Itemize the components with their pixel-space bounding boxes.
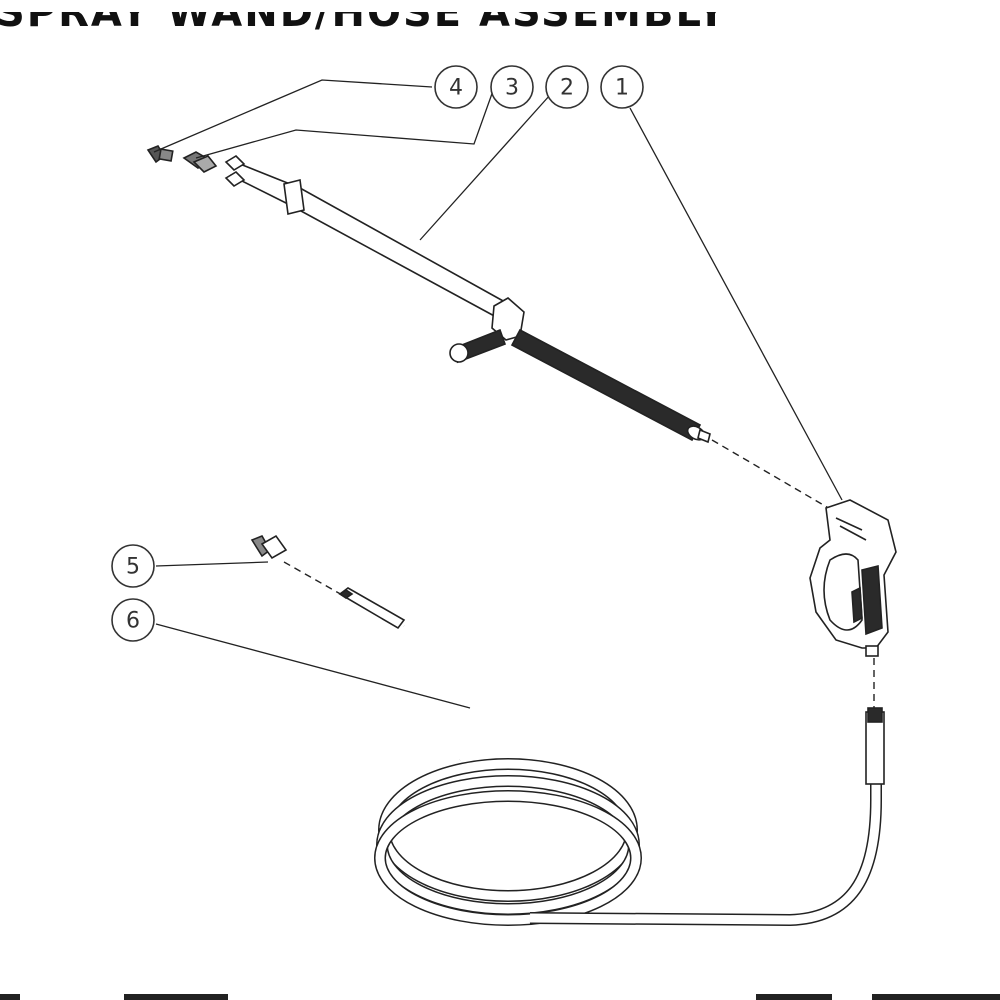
callout-4: 4 bbox=[434, 65, 478, 109]
callout-1: 1 bbox=[600, 65, 644, 109]
callout-5-label: 5 bbox=[126, 555, 140, 580]
callout-3: 3 bbox=[490, 65, 534, 109]
footer-marks bbox=[0, 994, 1000, 1000]
callout-5: 5 bbox=[111, 544, 155, 588]
callout-6: 6 bbox=[111, 598, 155, 642]
callout-3-label: 3 bbox=[505, 76, 519, 101]
spray-wand-part bbox=[224, 154, 711, 444]
callout-4-label: 4 bbox=[449, 76, 463, 101]
callout-1-label: 1 bbox=[615, 76, 629, 101]
callout-2: 2 bbox=[545, 65, 589, 109]
spray-nozzle-part bbox=[146, 145, 174, 164]
callout-6-label: 6 bbox=[126, 609, 140, 634]
high-pressure-hose-part bbox=[338, 587, 885, 927]
leader-lines bbox=[153, 79, 843, 709]
hose-fitting-part bbox=[250, 534, 288, 560]
callout-2-label: 2 bbox=[560, 76, 574, 101]
quick-coupler-plug-part bbox=[182, 151, 218, 173]
trigger-gun-part bbox=[809, 499, 897, 657]
